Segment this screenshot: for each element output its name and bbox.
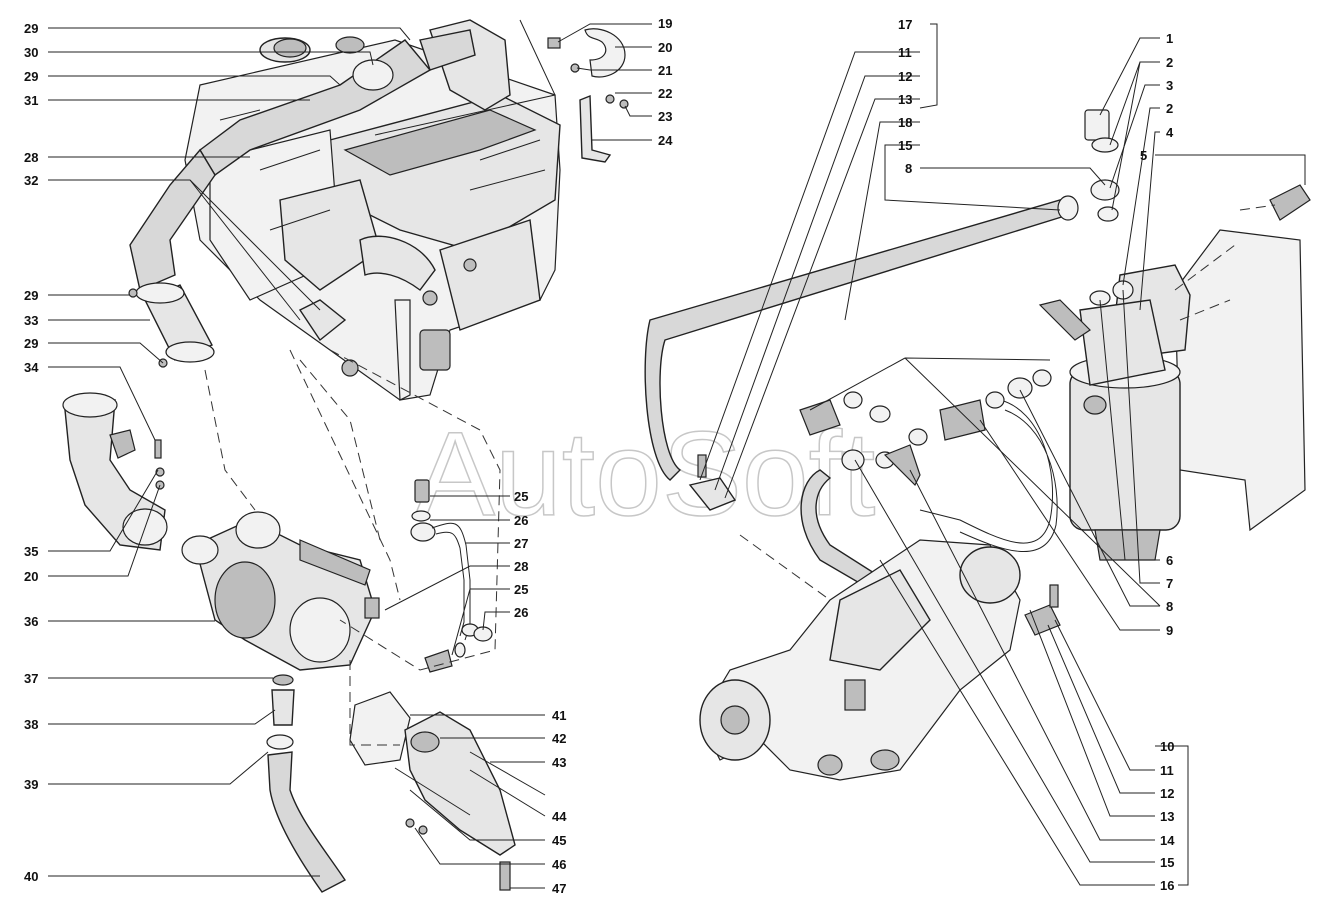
label-29: 29: [24, 69, 38, 84]
label-20: 20: [24, 569, 38, 584]
label-1: 1: [1166, 31, 1173, 46]
leader-lines: [48, 19, 1306, 889]
label-20: 20: [658, 40, 672, 55]
engine-block: [184, 19, 561, 401]
label-13: 13: [1160, 809, 1174, 824]
label-12: 12: [898, 69, 912, 84]
label-18: 18: [898, 115, 912, 130]
labels-bottom-right: 10 11 12 13 14 15 16: [1160, 739, 1175, 893]
label-46: 46: [552, 857, 566, 872]
label-8: 8: [1166, 599, 1173, 614]
label-5: 5: [1140, 148, 1147, 163]
label-33: 33: [24, 313, 38, 328]
label-41: 41: [552, 708, 566, 723]
bracket-clamp: [547, 28, 629, 163]
label-13: 13: [898, 92, 912, 107]
label-40: 40: [24, 869, 38, 884]
label-28: 28: [24, 150, 38, 165]
label-42: 42: [552, 731, 566, 746]
drain-line: [266, 674, 347, 893]
label-7: 7: [1166, 576, 1173, 591]
label-43: 43: [552, 755, 566, 770]
oil-feed-pipe: [410, 479, 493, 673]
label-24: 24: [658, 133, 673, 148]
label-6: 6: [1166, 553, 1173, 568]
fuel-filter: [1038, 109, 1311, 561]
label-36: 36: [24, 614, 38, 629]
label-27: 27: [514, 536, 528, 551]
turbocharger: [181, 511, 380, 671]
label-38: 38: [24, 717, 38, 732]
label-32: 32: [24, 173, 38, 188]
label-9: 9: [1166, 623, 1173, 638]
label-29: 29: [24, 288, 38, 303]
label-35: 35: [24, 544, 38, 559]
label-15: 15: [1160, 855, 1174, 870]
labels-lower-center: 41 42 43 44 45 46 47: [552, 708, 567, 896]
dashed-lines: [204, 204, 1276, 746]
labels-right-bottom: 6 7 8 9: [1166, 553, 1173, 638]
label-29: 29: [24, 21, 38, 36]
label-21: 21: [658, 63, 672, 78]
label-2: 2: [1166, 101, 1173, 116]
label-29: 29: [24, 336, 38, 351]
watermark: AutoSoft: [415, 407, 875, 541]
label-17: 17: [898, 17, 912, 32]
label-11: 11: [898, 45, 912, 60]
pipe-33: [128, 282, 215, 368]
label-22: 22: [658, 86, 672, 101]
elbow-pipe-35: [62, 392, 168, 551]
label-15: 15: [898, 138, 912, 153]
label-12: 12: [1160, 786, 1174, 801]
label-2: 2: [1166, 55, 1173, 70]
label-47: 47: [552, 881, 566, 896]
label-16: 16: [1160, 878, 1174, 893]
label-11: 11: [1160, 763, 1174, 778]
label-25: 25: [514, 489, 528, 504]
label-23: 23: [658, 109, 672, 124]
label-34: 34: [24, 360, 39, 375]
label-14: 14: [1160, 833, 1175, 848]
fuel-lines: [644, 195, 1079, 636]
label-26: 26: [514, 513, 528, 528]
label-19: 19: [658, 16, 672, 31]
labels-left: 29 30 29 31 28 32 29 33 29 34 35 20 36 3…: [24, 21, 39, 884]
label-28: 28: [514, 559, 528, 574]
label-44: 44: [552, 809, 567, 824]
labels-top-right: 19 20 21 22 23 24: [658, 16, 673, 148]
label-25: 25: [514, 582, 528, 597]
label-10: 10: [1160, 739, 1174, 754]
label-8: 8: [905, 161, 912, 176]
labels-middle-column: 17 11 12 13 18 15 8: [898, 17, 912, 176]
label-39: 39: [24, 777, 38, 792]
injection-pump: [699, 539, 1021, 781]
label-37: 37: [24, 671, 38, 686]
labels-center: 25 26 27 28 25 26: [514, 489, 528, 620]
label-26: 26: [514, 605, 528, 620]
label-30: 30: [24, 45, 38, 60]
label-4: 4: [1166, 125, 1174, 140]
label-3: 3: [1166, 78, 1173, 93]
label-31: 31: [24, 93, 38, 108]
label-45: 45: [552, 833, 566, 848]
exhaust-elbow: [349, 691, 546, 891]
labels-right-top: 1 2 3 2 4 5: [1140, 31, 1174, 163]
